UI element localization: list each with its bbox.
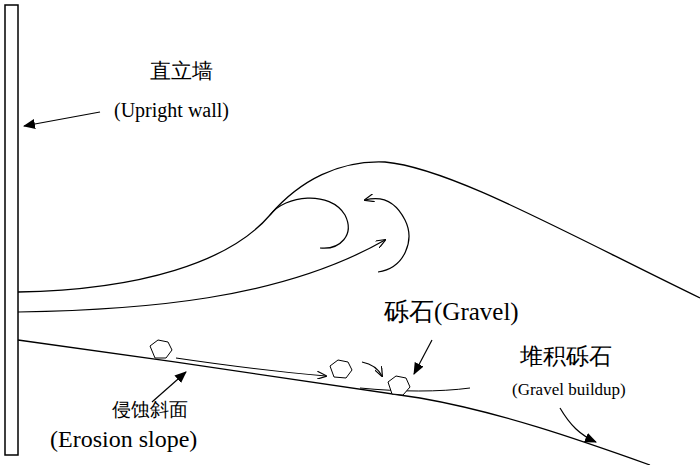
gravel-stone bbox=[388, 376, 410, 395]
diagram-label: (Erosion slope) bbox=[50, 426, 197, 452]
diagram-label: (Gravel buildup) bbox=[512, 381, 626, 400]
diagram-label: 堆积砾石 bbox=[520, 344, 612, 369]
gravel-motion-arrow bbox=[362, 362, 382, 376]
gravel-motion-arrow bbox=[176, 358, 326, 376]
leader-arrow bbox=[414, 340, 432, 374]
diagram-label: (Upright wall) bbox=[114, 99, 229, 121]
leader-arrow bbox=[560, 408, 596, 442]
upright-wall bbox=[5, 5, 18, 455]
gravel-stone bbox=[150, 340, 172, 358]
diagram-label: 直立墙 bbox=[150, 60, 213, 83]
leader-arrow bbox=[152, 372, 186, 402]
diagram-label: 侵蚀斜面 bbox=[112, 400, 188, 421]
gravel-buildup-line bbox=[360, 388, 470, 391]
leader-arrow bbox=[24, 112, 100, 126]
gravel-stone bbox=[330, 360, 352, 378]
wave-surface bbox=[18, 162, 700, 298]
vortex-arrow bbox=[365, 199, 409, 272]
flow-arrow bbox=[18, 240, 385, 312]
erosion-slope-line bbox=[18, 340, 650, 465]
wave-curl bbox=[270, 198, 348, 248]
diagram-label: 砾石(Gravel) bbox=[384, 298, 519, 326]
